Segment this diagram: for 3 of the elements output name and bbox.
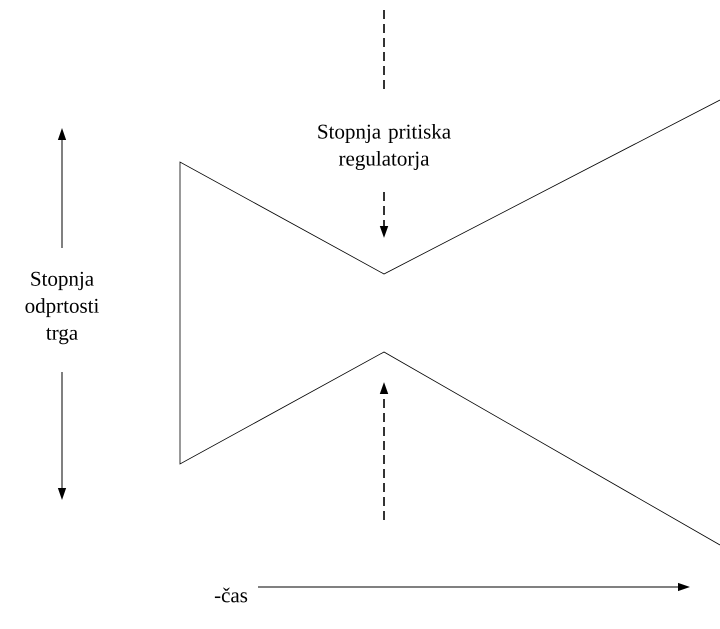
axis-label: Stopnja pritiska regulatorja [318,124,451,170]
axis-label: Stopnja odprtosti trga [25,272,99,344]
axis-label: -čas [214,588,248,602]
